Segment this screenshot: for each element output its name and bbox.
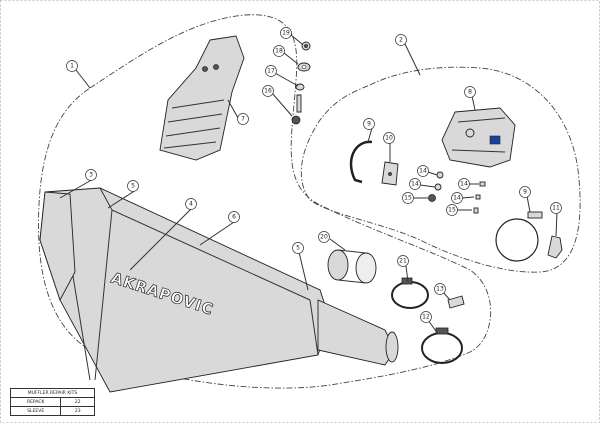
kit-number: 23: [60, 406, 95, 416]
svg-text:12: 12: [422, 314, 430, 321]
callout-19: 19: [280, 27, 292, 39]
table-header-row: MUFFLER REPAIR KITS: [10, 388, 95, 398]
callout-9b: 9: [519, 186, 531, 198]
bracket-part-11: [547, 235, 563, 259]
callout-10: 10: [383, 132, 395, 144]
clamp-part-9: [349, 140, 373, 184]
svg-text:14: 14: [419, 168, 427, 175]
svg-text:11: 11: [552, 205, 560, 212]
svg-text:15: 15: [404, 195, 412, 202]
group-outline-2: [300, 66, 581, 273]
callout-20: 20: [318, 231, 330, 243]
callout-14a: 14: [417, 165, 429, 177]
svg-text:13: 13: [436, 286, 444, 293]
svg-text:19: 19: [282, 30, 290, 37]
svg-text:3: 3: [89, 172, 93, 179]
callout-7: 7: [237, 113, 249, 125]
sleeve-part-20: [327, 249, 377, 284]
svg-text:5: 5: [131, 183, 135, 190]
kit-number: 22: [60, 397, 95, 407]
table-title: MUFFLER REPAIR KITS: [10, 388, 95, 398]
callout-5: 5: [127, 180, 139, 192]
hardware-16-19: [291, 41, 311, 125]
svg-text:8: 8: [468, 89, 472, 96]
callout-15a: 15: [402, 192, 414, 204]
callout-12: 12: [420, 311, 432, 323]
svg-text:10: 10: [385, 135, 393, 142]
bracket-part-7: [159, 35, 245, 161]
svg-text:17: 17: [267, 68, 275, 75]
bolt-part-13: [447, 295, 465, 309]
muffler-body: AKRAPOVIC: [39, 187, 399, 393]
callout-17: 17: [265, 65, 277, 77]
end-cap-part-8: [441, 107, 516, 168]
callout-9: 9: [363, 118, 375, 130]
table-row: SLEEVE 23: [9, 406, 95, 416]
svg-text:6: 6: [232, 214, 236, 221]
svg-text:14: 14: [411, 181, 419, 188]
callout-8: 8: [464, 86, 476, 98]
repair-kits-table: MUFFLER REPAIR KITS REPACK 22 SLEEVE 23: [9, 388, 95, 416]
kit-name: SLEEVE: [9, 406, 62, 416]
table-row: REPACK 22: [9, 397, 95, 407]
svg-text:18: 18: [275, 48, 283, 55]
clamp-part-9b: [495, 211, 543, 262]
kit-name: REPACK: [9, 397, 62, 407]
callout-11: 11: [550, 202, 562, 214]
svg-text:7: 7: [241, 116, 245, 123]
svg-text:5: 5: [296, 245, 300, 252]
callout-15b: 15: [446, 204, 458, 216]
svg-text:2: 2: [399, 37, 403, 44]
svg-text:14: 14: [460, 181, 468, 188]
callout-4: 4: [185, 198, 197, 210]
clamp-part-21: [391, 277, 429, 309]
svg-text:15: 15: [448, 207, 456, 214]
callout-3: 3: [85, 169, 97, 181]
svg-text:14: 14: [453, 195, 461, 202]
callout-16: 16: [262, 85, 274, 97]
callout-21: 21: [397, 255, 409, 267]
callout-13: 13: [434, 283, 446, 295]
callout-14d: 14: [451, 192, 463, 204]
callout-18: 18: [273, 45, 285, 57]
callout-2: 2: [395, 34, 407, 46]
leader-lines: [59, 34, 558, 335]
callout-6: 6: [228, 211, 240, 223]
svg-text:9: 9: [367, 121, 371, 128]
svg-text:1: 1: [70, 63, 74, 70]
clamp-part-12: [421, 327, 463, 364]
callout-14c: 14: [458, 178, 470, 190]
svg-text:4: 4: [189, 201, 193, 208]
svg-text:20: 20: [320, 234, 328, 241]
svg-text:9: 9: [523, 189, 527, 196]
callout-14b: 14: [409, 178, 421, 190]
bracket-part-10: [381, 161, 399, 186]
svg-text:21: 21: [399, 258, 407, 265]
callout-5b: 5: [292, 242, 304, 254]
callout-1: 1: [66, 60, 78, 72]
svg-text:16: 16: [264, 88, 272, 95]
